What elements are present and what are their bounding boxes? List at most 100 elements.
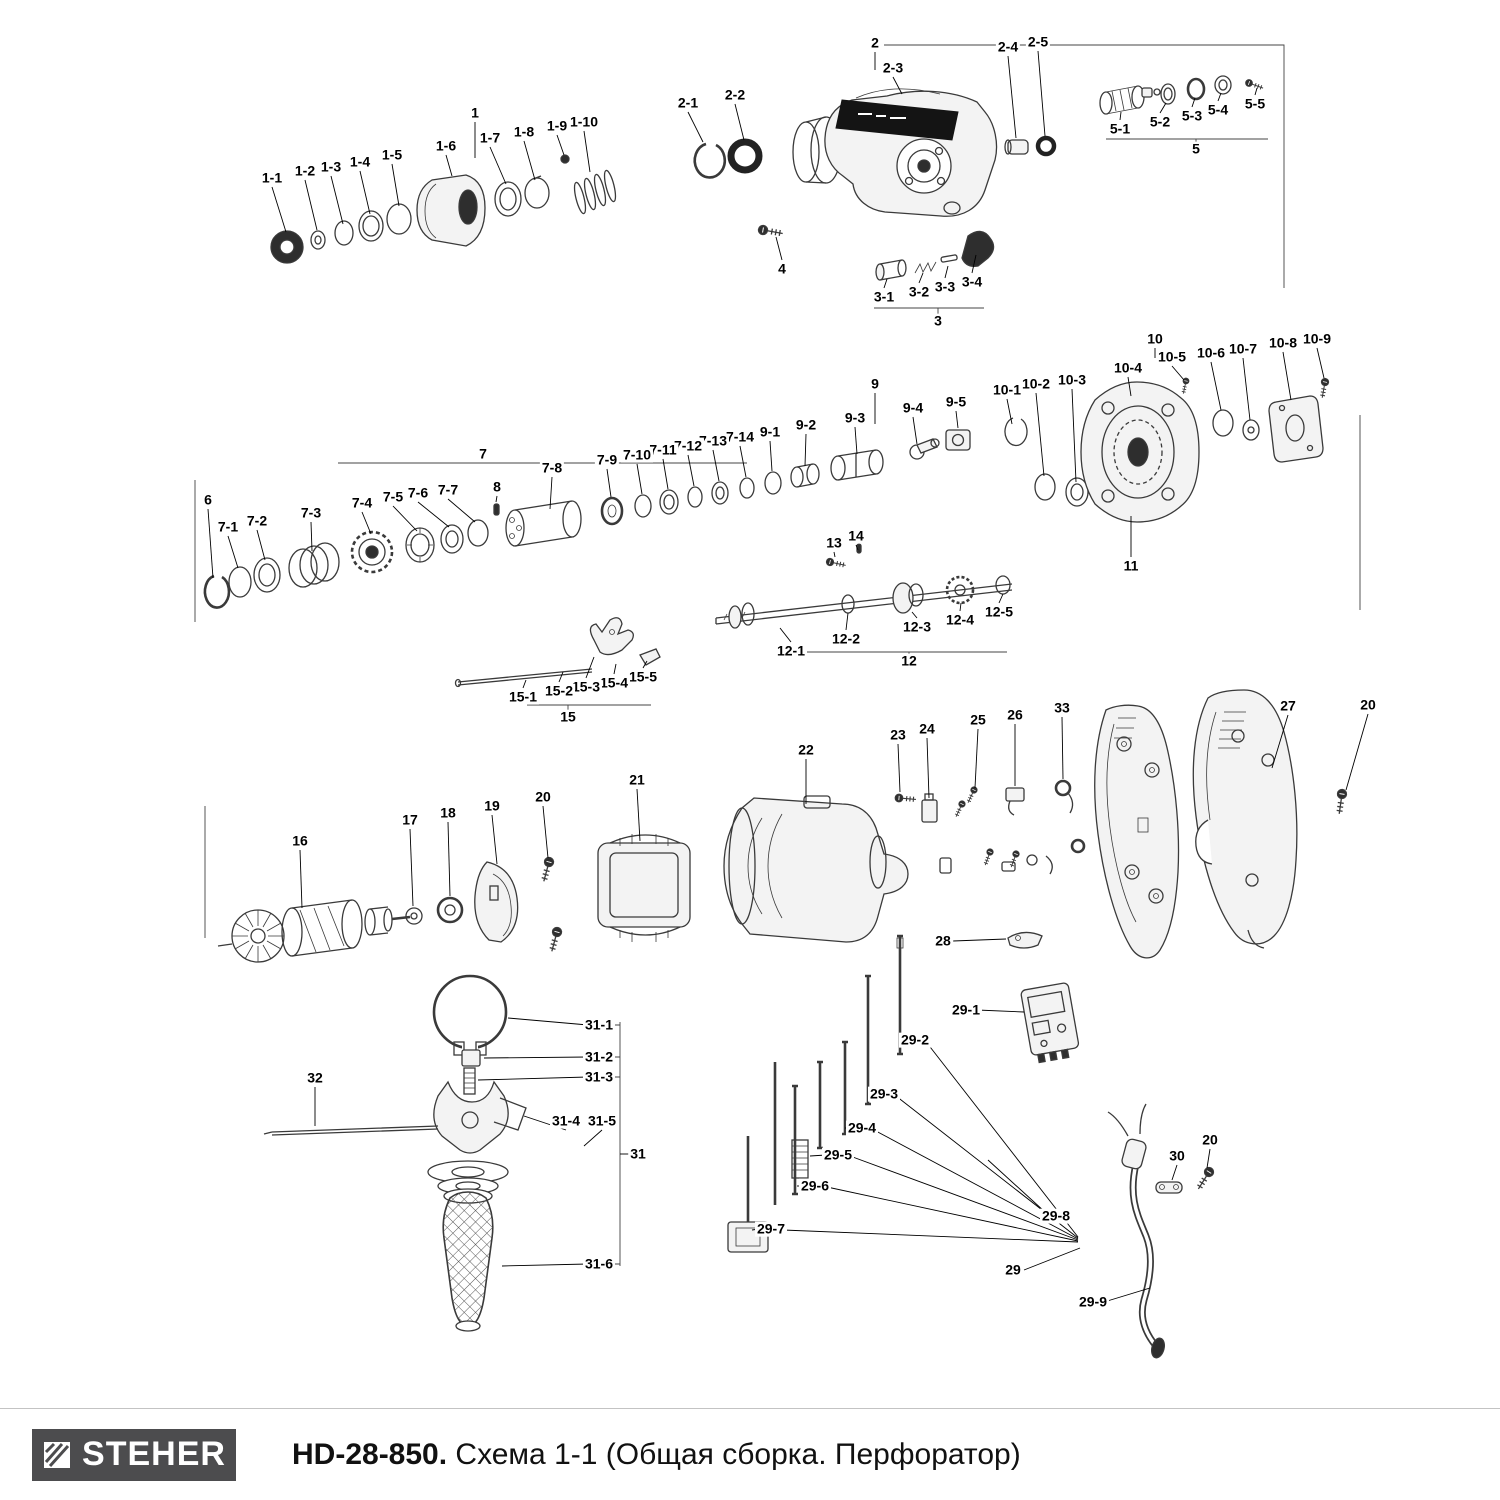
leader-line-10-4 [1127, 376, 1132, 397]
leader-line-28 [952, 938, 1007, 942]
part-label-10-4: 10-4 [1111, 359, 1145, 376]
leader-line-21 [636, 788, 641, 842]
leader-line-5-4 [1217, 92, 1222, 102]
leader-line-12-5 [998, 593, 1004, 604]
leader-line-31-2 [483, 1056, 589, 1059]
part-label-29-4: 29-4 [845, 1119, 879, 1136]
part-label-10-1: 10-1 [990, 381, 1024, 398]
part-label-19: 19 [482, 797, 502, 814]
part-label-9-2: 9-2 [793, 416, 819, 433]
leader-line-12-4 [959, 602, 962, 612]
part-label-2-3: 2-3 [880, 59, 906, 76]
part-label-31-3: 31-3 [582, 1068, 616, 1085]
leader-line-29-6 [826, 1186, 1079, 1242]
leader-line-29-9 [1103, 1287, 1151, 1303]
leader-line-12-1 [779, 627, 792, 643]
leader-line-6 [207, 508, 214, 579]
part-label-24: 24 [917, 720, 937, 737]
part-label-29-9: 29-9 [1076, 1293, 1110, 1310]
leader-line-13 [833, 551, 836, 558]
part-label-15-5: 15-5 [626, 668, 660, 685]
part-label-27: 27 [1278, 697, 1298, 714]
part-label-1-9: 1-9 [544, 117, 570, 134]
part-label-10-9: 10-9 [1300, 330, 1334, 347]
leader-line-9-3 [854, 426, 858, 455]
leader-line-7-3 [310, 521, 313, 552]
part-label-5-4: 5-4 [1205, 101, 1231, 118]
part-label-3-2: 3-2 [906, 283, 932, 300]
leader-line-17 [409, 828, 414, 907]
brand-name: STEHER [82, 1435, 226, 1473]
part-label-7-11: 7-11 [647, 441, 679, 458]
spring-1-10 [573, 169, 617, 215]
part-label-12-1: 12-1 [774, 642, 808, 659]
part-label-5-5: 5-5 [1242, 95, 1268, 112]
leader-line-1-4 [359, 170, 371, 215]
leader-line-10-9 [1316, 347, 1325, 379]
leader-line-7-12 [687, 454, 695, 487]
part-label-7-6: 7-6 [405, 484, 431, 501]
leader-line-31-3 [477, 1076, 589, 1081]
part-label-4: 4 [776, 260, 788, 277]
leader-line-9-5 [955, 410, 959, 429]
leader-line-30 [1171, 1164, 1178, 1181]
leader-line-12-3 [911, 611, 918, 619]
part-label-3-3: 3-3 [932, 278, 958, 295]
part-label-7-3: 7-3 [298, 504, 324, 521]
part-label-8: 8 [491, 478, 503, 495]
leader-line-10-6 [1210, 361, 1222, 411]
part-label-12-3: 12-3 [900, 618, 934, 635]
part-label-7-1: 7-1 [215, 518, 241, 535]
part-label-31-6: 31-6 [582, 1255, 616, 1272]
part-label-22: 22 [796, 741, 816, 758]
leader-line-16 [299, 849, 303, 909]
footer: STEHER HD-28-850. Схема 1-1 (Общая сборк… [0, 1408, 1500, 1500]
leader-line-8 [495, 495, 498, 503]
part-label-26: 26 [1005, 706, 1025, 723]
part-label-33: 33 [1052, 699, 1072, 716]
leader-line-3-3 [944, 265, 949, 279]
part-label-29-2: 29-2 [898, 1031, 932, 1048]
part-label-5-1: 5-1 [1107, 120, 1133, 137]
leader-line-1-3 [330, 175, 344, 225]
part-label-1-4: 1-4 [347, 153, 373, 170]
part-label-13: 13 [824, 534, 844, 551]
leader-line-29-2 [926, 1042, 1079, 1238]
part-label-30: 30 [1167, 1147, 1187, 1164]
part-label-10-5: 10-5 [1155, 348, 1189, 365]
part-label-1-7: 1-7 [477, 129, 503, 146]
part-9-piston-assembly [764, 429, 971, 495]
leader-line-5-5 [1254, 87, 1258, 96]
part-31-side-handle [263, 974, 527, 1332]
leader-line-33 [1061, 716, 1064, 780]
leader-line-7-9 [606, 468, 612, 498]
leader-line-1-7 [489, 146, 507, 185]
leader-line-15-1 [522, 679, 527, 689]
part-label-7-10: 7-10 [620, 446, 654, 463]
part-label-7-4: 7-4 [349, 494, 375, 511]
part-label-12-2: 12-2 [829, 630, 863, 647]
leader-line-9-1 [769, 440, 773, 472]
part-label-7-12: 7-12 [671, 437, 705, 454]
part-label-29-5: 29-5 [821, 1146, 855, 1163]
part-label-1-2: 1-2 [292, 162, 318, 179]
part-label-29-8: 29-8 [1039, 1207, 1073, 1224]
part-label-1-10: 1-10 [567, 113, 601, 130]
leader-line-7-5 [392, 505, 418, 532]
part-10-11-crank-housing [1004, 377, 1330, 523]
part-label-3-1: 3-1 [871, 288, 897, 305]
part-2-gear-housing [693, 88, 1057, 217]
leader-line-15-5 [642, 660, 648, 669]
part-label-29-1: 29-1 [949, 1001, 983, 1018]
part-label-7-2: 7-2 [244, 512, 270, 529]
part-label-5-2: 5-2 [1147, 113, 1173, 130]
part-15-lever-parts [454, 617, 661, 688]
part-label-12-4: 12-4 [943, 611, 977, 628]
part-label-9: 9 [869, 375, 881, 392]
leader-line-7-13 [712, 449, 720, 482]
part-label-5: 5 [1190, 140, 1202, 157]
part-label-29-3: 29-3 [867, 1085, 901, 1102]
part-1-chuck-assembly [270, 154, 617, 264]
